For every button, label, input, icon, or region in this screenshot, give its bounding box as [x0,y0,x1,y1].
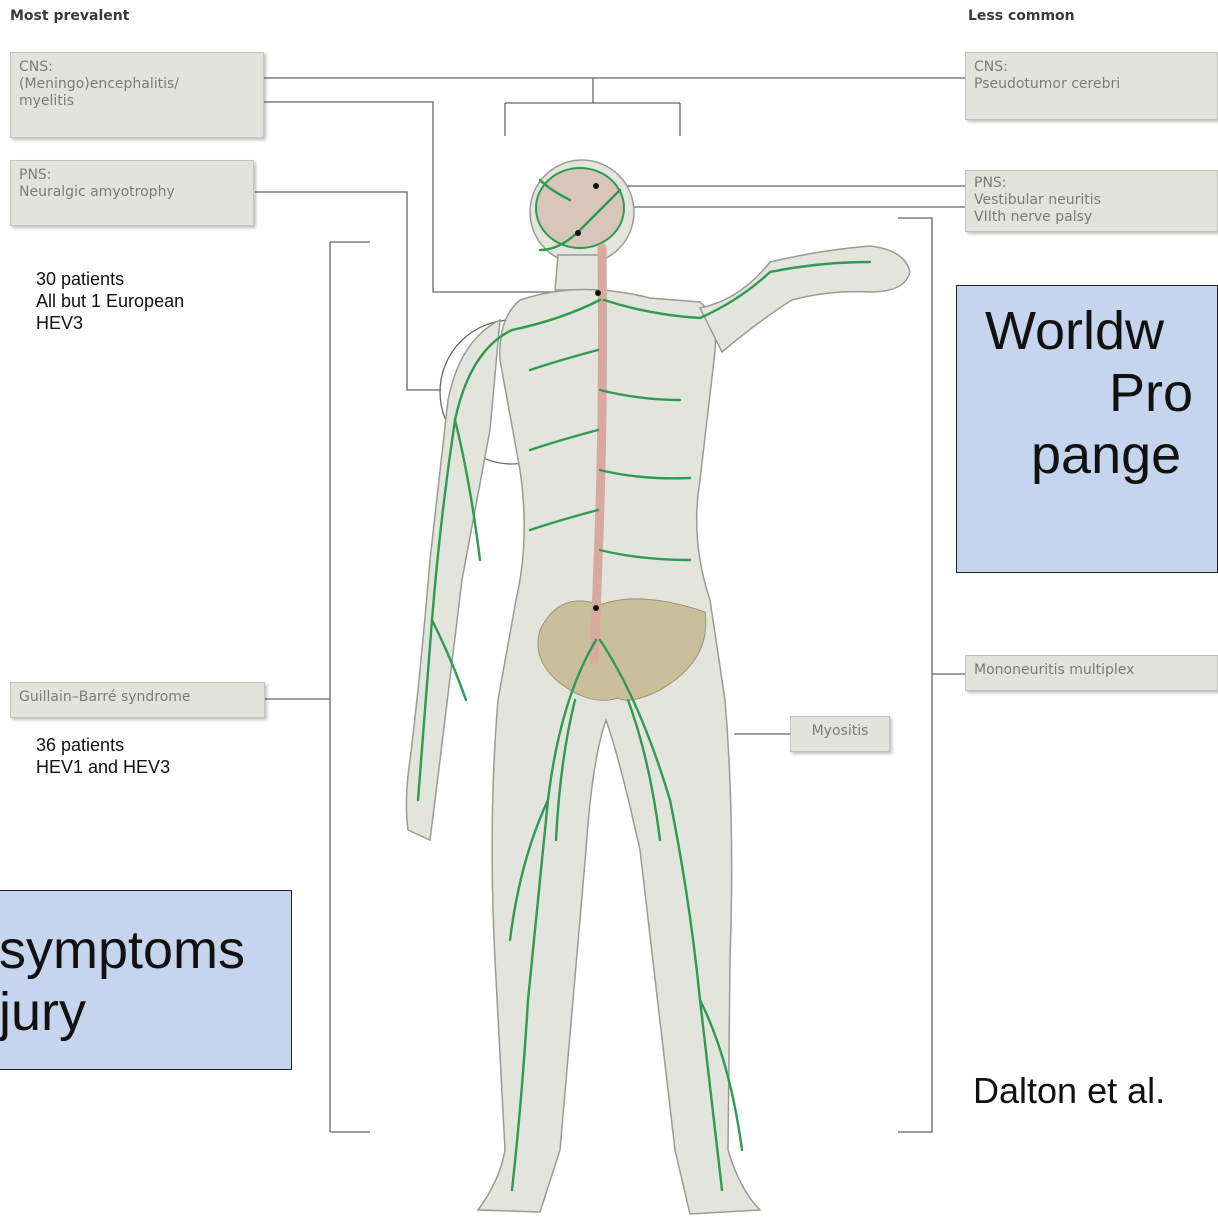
pns-right-line-1: PNS: [974,175,1209,192]
overlay-right-line-1: Worldw [957,300,1217,362]
overlay-left-line-1: symptoms [0,919,291,981]
pns-right-line-2: Vestibular neuritis [974,192,1209,209]
overlay-right-line-3: pange [957,424,1217,486]
pns-right-line-3: VIIth nerve palsy [974,209,1209,226]
neuralgic-amyotrophy-note: 30 patients All but 1 European HEV3 [36,268,184,334]
gbs-note-line-1: 36 patients [36,734,170,756]
na-note-line-3: HEV3 [36,312,184,334]
guillain-barre-label: Guillain–Barré syndrome [10,682,265,718]
overlay-left-line-2: jury [0,981,291,1043]
citation: Dalton et al. [973,1070,1165,1112]
cns-encephalitis-label: CNS: (Meningo)encephalitis/ myelitis [10,52,264,138]
pns-neuralgic-amyotrophy-label: PNS: Neuralgic amyotrophy [10,160,254,226]
brain [536,168,624,248]
pns-label-line-2: Neuralgic amyotrophy [19,184,245,201]
pns-label-line-1: PNS: [19,167,245,184]
cns-pseudotumor-label: CNS: Pseudotumor cerebri [965,52,1218,120]
na-note-line-2: All but 1 European [36,290,184,312]
cns-label-line-3: myelitis [19,93,255,110]
overlay-box-left: symptoms jury [0,890,292,1070]
cns-label-line-1: CNS: [19,59,255,76]
cns-right-line-2: Pseudotumor cerebri [974,76,1209,93]
na-note-line-1: 30 patients [36,268,184,290]
pns-vestibular-label: PNS: Vestibular neuritis VIIth nerve pal… [965,170,1218,232]
overlay-right-line-2: Pro [957,362,1217,424]
cns-right-line-1: CNS: [974,59,1209,76]
cns-label-line-2: (Meningo)encephalitis/ [19,76,255,93]
overlay-box-right: Worldw Pro pange [956,285,1218,573]
myositis-label: Myositis [790,716,890,752]
mononeuritis-multiplex-label: Mononeuritis multiplex [965,655,1218,691]
gbs-note-line-2: HEV1 and HEV3 [36,756,170,778]
guillain-barre-note: 36 patients HEV1 and HEV3 [36,734,170,778]
